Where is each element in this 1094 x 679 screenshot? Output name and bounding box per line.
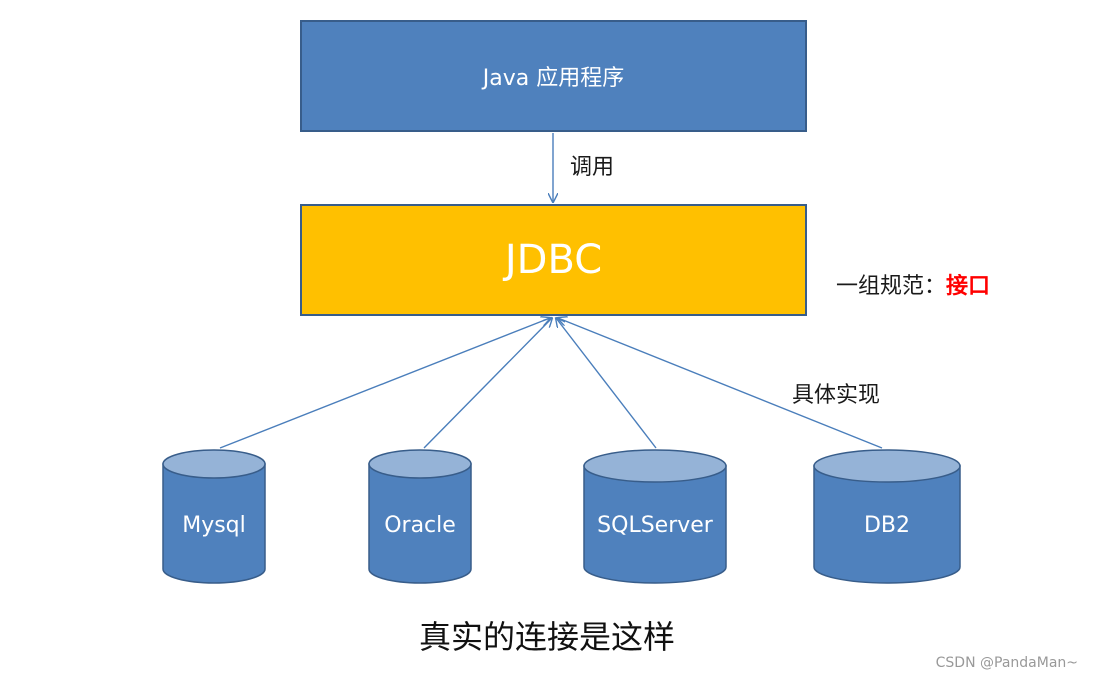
diagram-caption: 真实的连接是这样 (418, 618, 675, 656)
impl-arrow-mysql (219, 318, 550, 449)
implementation-label: 具体实现 (792, 383, 881, 408)
db-cylinder-mysql: Mysql (162, 449, 266, 584)
db-label-db2: DB2 (864, 513, 910, 538)
watermark: CSDN @PandaMan~ (935, 655, 1078, 671)
java-app-box: Java 应用程序 (300, 20, 807, 132)
db-label-oracle: Oracle (384, 513, 456, 538)
call-label: 调用 (570, 155, 615, 180)
db-label-mysql: Mysql (182, 513, 246, 538)
jdbc-label: JDBC (504, 237, 603, 283)
db-cylinder-db2: DB2 (813, 449, 961, 584)
impl-arrow-oracle (423, 318, 552, 449)
impl-arrow-sqlserver (556, 318, 657, 449)
impl-arrow-db2 (558, 318, 883, 449)
java-app-label: Java 应用程序 (482, 66, 625, 91)
jdbc-box: JDBC (300, 204, 807, 316)
db-cylinder-sqlserver: SQLServer (583, 449, 727, 584)
spec-label-prefix: 一组规范： (836, 274, 947, 299)
db-cylinder-oracle: Oracle (368, 449, 472, 584)
db-label-sqlserver: SQLServer (597, 513, 714, 538)
spec-label: 一组规范：接口 (836, 268, 990, 300)
spec-label-highlight: 接口 (946, 274, 991, 299)
